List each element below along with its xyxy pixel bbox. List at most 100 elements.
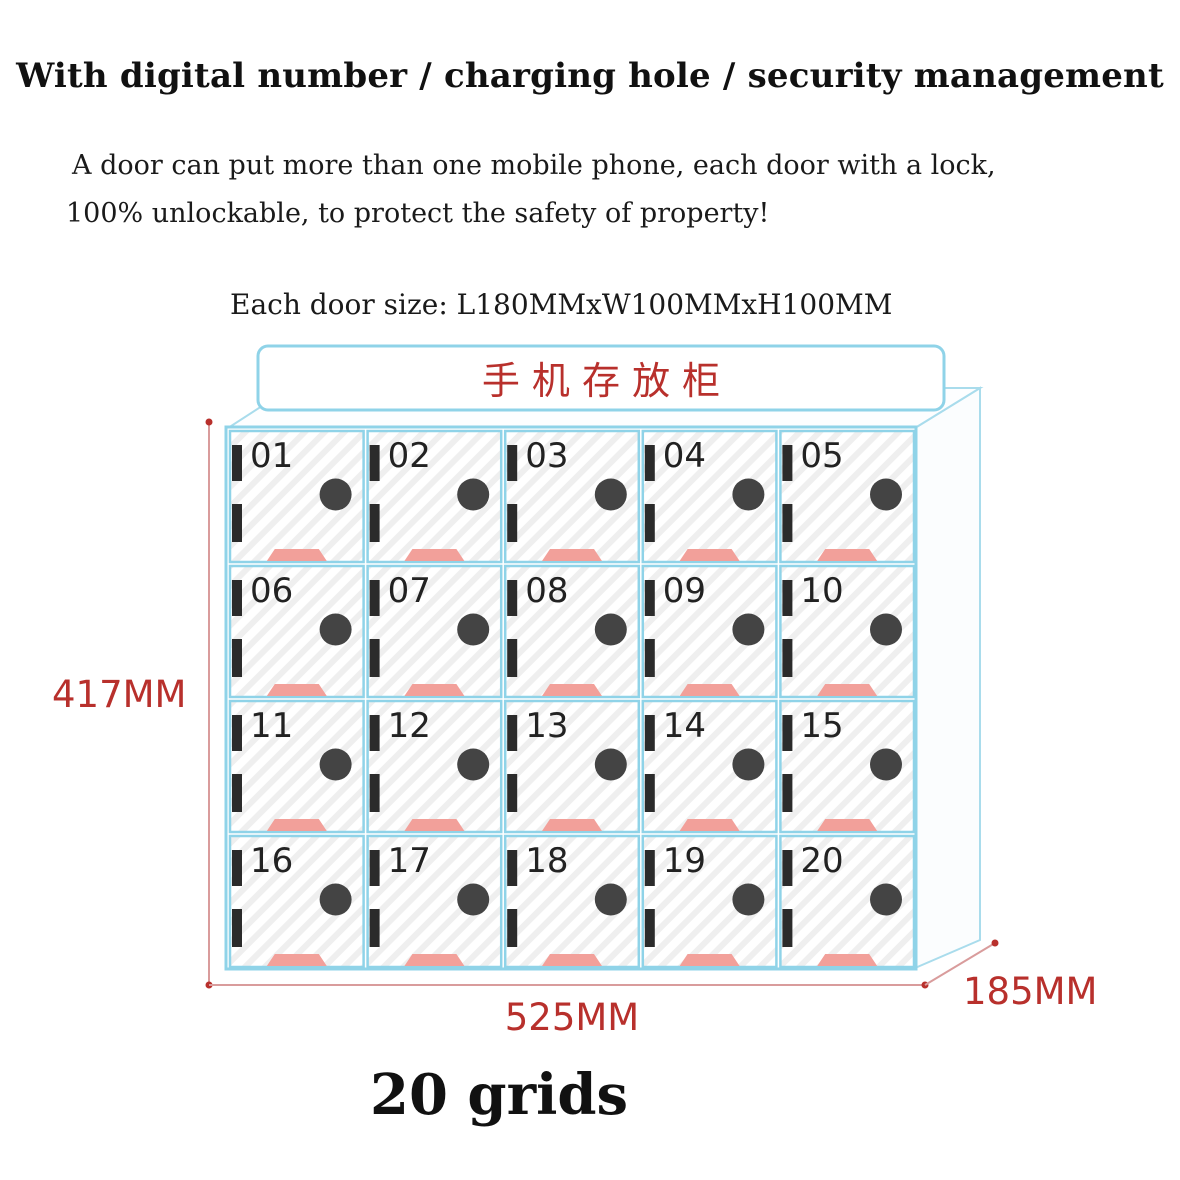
description-line-1: A door can put more than one mobile phon… xyxy=(72,150,996,181)
depth-dimension-line xyxy=(924,942,996,986)
door-hinge-top xyxy=(232,850,242,886)
lock-icon xyxy=(457,613,490,646)
door-hinge-bottom xyxy=(507,774,518,812)
door-hinge-top xyxy=(507,715,518,751)
charging-hole-icon xyxy=(817,549,878,561)
charging-hole-icon xyxy=(817,684,878,696)
door-hinge-top xyxy=(782,580,793,616)
lock-icon xyxy=(319,883,352,916)
height-dimension-endpoint xyxy=(205,418,213,426)
door-number: 20 xyxy=(800,841,843,881)
door-number: 08 xyxy=(525,571,568,611)
door-number: 11 xyxy=(250,706,293,746)
door-hinge-top xyxy=(232,715,242,751)
door-hinge-bottom xyxy=(369,639,380,677)
charging-hole-icon xyxy=(679,684,740,696)
door-number: 13 xyxy=(525,706,568,746)
door-number: 01 xyxy=(250,436,293,476)
depth-dimension-endpoint xyxy=(991,939,999,947)
charging-hole-icon xyxy=(266,819,327,831)
lock-icon xyxy=(870,613,902,646)
height-dimension-label: 417MM xyxy=(52,673,186,716)
lock-icon xyxy=(594,883,627,916)
door-number: 15 xyxy=(800,706,843,746)
door-number: 17 xyxy=(388,841,431,881)
door-hinge-top xyxy=(782,850,793,886)
door-hinge-bottom xyxy=(232,504,242,542)
charging-hole-icon xyxy=(266,954,327,966)
lock-icon xyxy=(594,613,627,646)
door-number: 19 xyxy=(663,841,706,881)
lock-icon xyxy=(594,478,627,511)
door-hinge-top xyxy=(369,445,380,481)
charging-hole-icon xyxy=(679,819,740,831)
door-hinge-bottom xyxy=(644,504,655,542)
door-number: 14 xyxy=(663,706,706,746)
charging-hole-icon xyxy=(542,684,602,696)
lock-icon xyxy=(319,613,352,646)
door-hinge-bottom xyxy=(232,639,242,677)
door-hinge-bottom xyxy=(507,504,518,542)
charging-hole-icon xyxy=(266,549,327,561)
width-dimension-label: 525MM xyxy=(505,996,639,1039)
page-title: With digital number / charging hole / se… xyxy=(16,56,1164,96)
door-number: 03 xyxy=(525,436,568,476)
charging-hole-icon xyxy=(404,684,465,696)
lock-icon xyxy=(457,748,490,781)
door-number: 02 xyxy=(388,436,431,476)
depth-dimension-label: 185MM xyxy=(963,970,1097,1013)
door-number: 09 xyxy=(663,571,706,611)
door-hinge-bottom xyxy=(507,639,518,677)
door-hinge-top xyxy=(644,580,655,616)
door-hinge-top xyxy=(507,850,518,886)
lock-icon xyxy=(457,883,490,916)
charging-hole-icon xyxy=(404,954,465,966)
charging-hole-icon xyxy=(542,819,602,831)
door-number: 07 xyxy=(388,571,431,611)
charging-hole-icon xyxy=(404,549,465,561)
charging-hole-icon xyxy=(679,549,740,561)
door-hinge-bottom xyxy=(369,774,380,812)
charging-hole-icon xyxy=(679,954,740,966)
charging-hole-icon xyxy=(817,819,878,831)
door-hinge-bottom xyxy=(782,504,793,542)
door-hinge-top xyxy=(644,850,655,886)
lock-icon xyxy=(732,748,765,781)
door-hinge-top xyxy=(232,445,242,481)
door-hinge-top xyxy=(507,580,518,616)
door-number: 06 xyxy=(250,571,293,611)
grid-count-label: 20 grids xyxy=(370,1062,629,1128)
lock-icon xyxy=(732,478,765,511)
locker-door[interactable] xyxy=(641,699,778,834)
charging-hole-icon xyxy=(266,684,327,696)
door-number: 05 xyxy=(800,436,843,476)
lock-icon xyxy=(319,478,352,511)
door-hinge-top xyxy=(644,445,655,481)
cabinet-side-panel xyxy=(914,386,981,970)
door-hinge-top xyxy=(644,715,655,751)
door-number: 18 xyxy=(525,841,568,881)
lock-icon xyxy=(732,613,765,646)
door-number: 12 xyxy=(388,706,431,746)
lock-icon xyxy=(732,883,765,916)
door-hinge-top xyxy=(369,850,380,886)
door-hinge-bottom xyxy=(644,909,655,947)
cabinet-sign-board xyxy=(256,344,946,412)
door-hinge-bottom xyxy=(782,639,793,677)
door-size-label: Each door size: L180MMxW100MMxH100MM xyxy=(230,288,893,321)
charging-hole-icon xyxy=(404,819,465,831)
door-hinge-bottom xyxy=(507,909,518,947)
locker-door[interactable] xyxy=(366,564,503,699)
lock-icon xyxy=(870,748,902,781)
door-hinge-bottom xyxy=(232,774,242,812)
door-hinge-bottom xyxy=(369,504,380,542)
door-hinge-bottom xyxy=(782,774,793,812)
door-hinge-bottom xyxy=(644,774,655,812)
charging-hole-icon xyxy=(542,954,602,966)
charging-hole-icon xyxy=(542,549,602,561)
lock-icon xyxy=(319,748,352,781)
door-hinge-bottom xyxy=(782,909,793,947)
lock-icon xyxy=(457,478,490,511)
